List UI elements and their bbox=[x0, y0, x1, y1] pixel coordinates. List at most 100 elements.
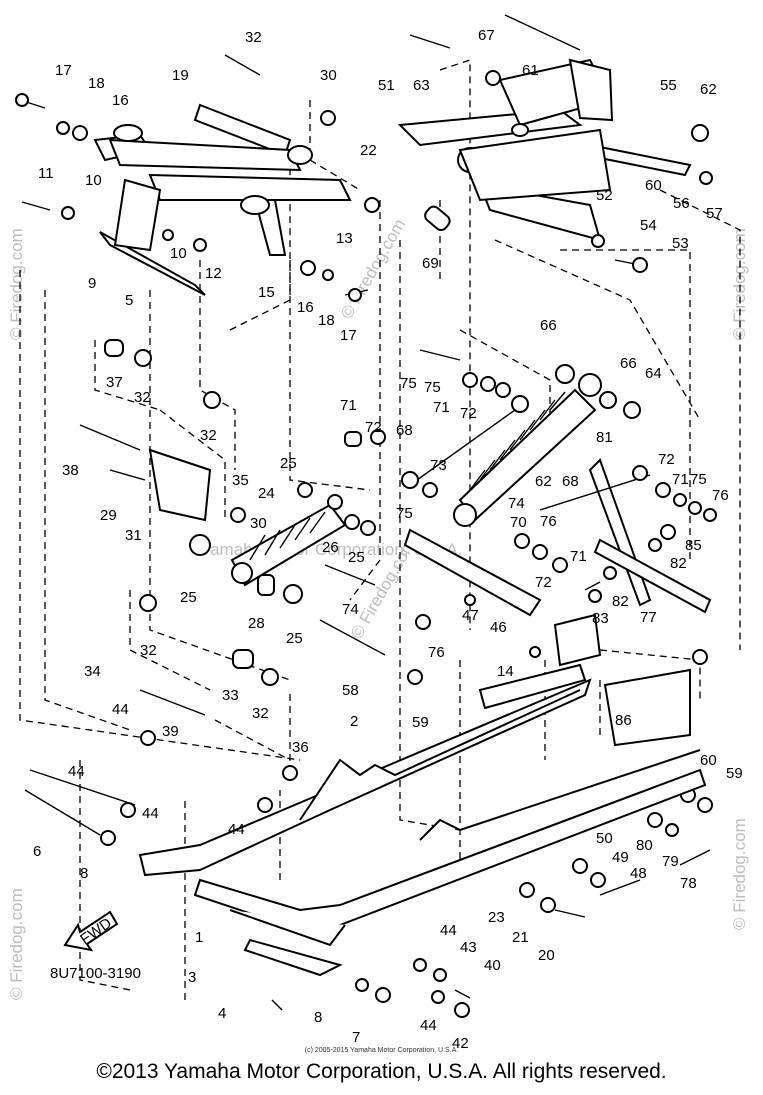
callout-50: 51 bbox=[378, 77, 395, 94]
callout-56: 57 bbox=[706, 205, 723, 222]
callout-5: 5 bbox=[125, 292, 133, 309]
watermark-right-bottom: © Firedog.com bbox=[730, 818, 749, 930]
callout-11: 11 bbox=[38, 165, 54, 182]
callout-44b: 44 bbox=[142, 805, 159, 822]
small-copyright: (c) 2005-2015 Yamaha Motor Corporation, … bbox=[304, 1047, 459, 1054]
copyright-text: ©2013 Yamaha Motor Corporation, U.S.A. A… bbox=[96, 1060, 667, 1083]
watermark-left-bottom: © Firedog.com bbox=[7, 888, 26, 1000]
callout-55: 56 bbox=[673, 195, 690, 212]
callout-41: 44 bbox=[440, 922, 457, 939]
callout-69: 69 bbox=[422, 255, 439, 272]
callout-44c: 44 bbox=[228, 821, 245, 838]
callout-49: 50 bbox=[596, 830, 613, 847]
rear-arm-assembly bbox=[397, 58, 692, 242]
callout-35b: 36 bbox=[292, 739, 309, 756]
callout-65: 64 bbox=[645, 365, 662, 382]
callout-45: 46 bbox=[490, 619, 507, 636]
callout-32a: 32 bbox=[134, 389, 151, 406]
callout-85: 86 bbox=[615, 712, 632, 729]
callout-57: 58 bbox=[342, 682, 359, 699]
callout-82a: 82 bbox=[670, 555, 687, 572]
callout-15: 15 bbox=[258, 284, 275, 301]
callout-72b: 72 bbox=[460, 405, 477, 422]
callout-60: 60 bbox=[645, 177, 662, 194]
callout-74b: 75 bbox=[400, 375, 417, 392]
callout-73a: 73 bbox=[430, 457, 447, 474]
callout-75a: 75 bbox=[424, 379, 441, 396]
dashed-guide-lines bbox=[19, 59, 741, 1000]
callout-42: 44 bbox=[68, 763, 85, 780]
callout-3: 3 bbox=[188, 969, 196, 986]
callout-28: 28 bbox=[248, 615, 265, 632]
slide-rails bbox=[138, 613, 707, 977]
callout-36: 37 bbox=[106, 374, 123, 391]
callout-62: 62 bbox=[700, 81, 717, 98]
callout-16: 16 bbox=[112, 92, 129, 109]
callout-82b: 82 bbox=[612, 593, 629, 610]
callout-74a: 74 bbox=[342, 601, 359, 618]
callout-58: 59 bbox=[726, 765, 743, 782]
callout-71d: 71 bbox=[570, 548, 587, 565]
callout-18: 18 bbox=[88, 75, 105, 92]
callout-78: 78 bbox=[680, 875, 697, 892]
callout-37: 38 bbox=[62, 462, 79, 479]
callout-35a: 35 bbox=[232, 472, 249, 489]
callout-66a: 66 bbox=[540, 317, 557, 334]
callout-32b: 32 bbox=[200, 427, 217, 444]
callout-71c: 71 bbox=[672, 471, 689, 488]
callout-68b: 68 bbox=[562, 473, 579, 490]
callout-25c: 25 bbox=[180, 589, 197, 606]
callout-52: 53 bbox=[672, 235, 689, 252]
callout-4: 4 bbox=[218, 1005, 226, 1022]
callout-30b: 30 bbox=[250, 515, 267, 532]
callout-63: 62 bbox=[535, 473, 552, 490]
callout-12: 12 bbox=[205, 265, 222, 282]
watermark-right: © Firedog.com bbox=[730, 228, 749, 340]
callout-71b: 71 bbox=[433, 399, 450, 416]
watermark-layer: © Firedog.com © Firedog.com © Firedog.co… bbox=[7, 216, 749, 1000]
callout-27: 32 bbox=[245, 29, 262, 46]
callout-17b: 17 bbox=[340, 327, 357, 344]
callout-31: 31 bbox=[125, 527, 142, 544]
callout-75b: 75 bbox=[690, 471, 707, 488]
callout-layer: 17 18 16 19 32 30 11 10 22 13 10 12 9 5 … bbox=[33, 27, 743, 1052]
callout-21: 21 bbox=[512, 929, 529, 946]
callout-1: 1 bbox=[195, 929, 203, 946]
small-hardware bbox=[15, 70, 717, 1018]
callout-44a: 44 bbox=[112, 701, 129, 718]
callout-75c: 75 bbox=[396, 505, 413, 522]
callout-20: 20 bbox=[538, 947, 555, 964]
callout-40: 43 bbox=[460, 939, 477, 956]
callout-71a: 71 bbox=[340, 397, 357, 414]
callout-76b: 76 bbox=[428, 644, 445, 661]
callout-66b: 66 bbox=[620, 355, 637, 372]
callout-72c: 72 bbox=[658, 451, 675, 468]
callout-16b: 16 bbox=[297, 299, 314, 316]
callout-68a: 68 bbox=[396, 422, 413, 439]
callout-24: 24 bbox=[258, 485, 275, 502]
callout-8b: 8 bbox=[314, 1009, 322, 1026]
callout-23: 23 bbox=[488, 909, 505, 926]
callout-80: 80 bbox=[636, 837, 653, 854]
callout-46: 47 bbox=[462, 607, 479, 624]
callout-32c: 32 bbox=[140, 642, 157, 659]
bolts-and-rods bbox=[19, 14, 711, 1011]
callout-34: 34 bbox=[84, 663, 101, 680]
callout-25a: 25 bbox=[280, 455, 297, 472]
shock-absorbers bbox=[148, 373, 712, 617]
callout-72d: 72 bbox=[535, 574, 552, 591]
callout-59a: 59 bbox=[412, 714, 429, 731]
callout-47: 48 bbox=[630, 865, 647, 882]
callout-8a: 8 bbox=[80, 865, 88, 882]
callout-67: 67 bbox=[478, 27, 495, 44]
watermark-left: © Firedog.com bbox=[7, 228, 26, 340]
callout-72a: 72 bbox=[365, 419, 382, 436]
callout-81: 81 bbox=[596, 429, 613, 446]
callout-75d: 76 bbox=[540, 513, 557, 530]
callout-6: 6 bbox=[33, 843, 41, 860]
callout-19: 19 bbox=[172, 67, 189, 84]
callout-76a: 76 bbox=[712, 487, 729, 504]
callout-38: 39 bbox=[162, 723, 179, 740]
callout-44d: 44 bbox=[420, 1017, 437, 1034]
